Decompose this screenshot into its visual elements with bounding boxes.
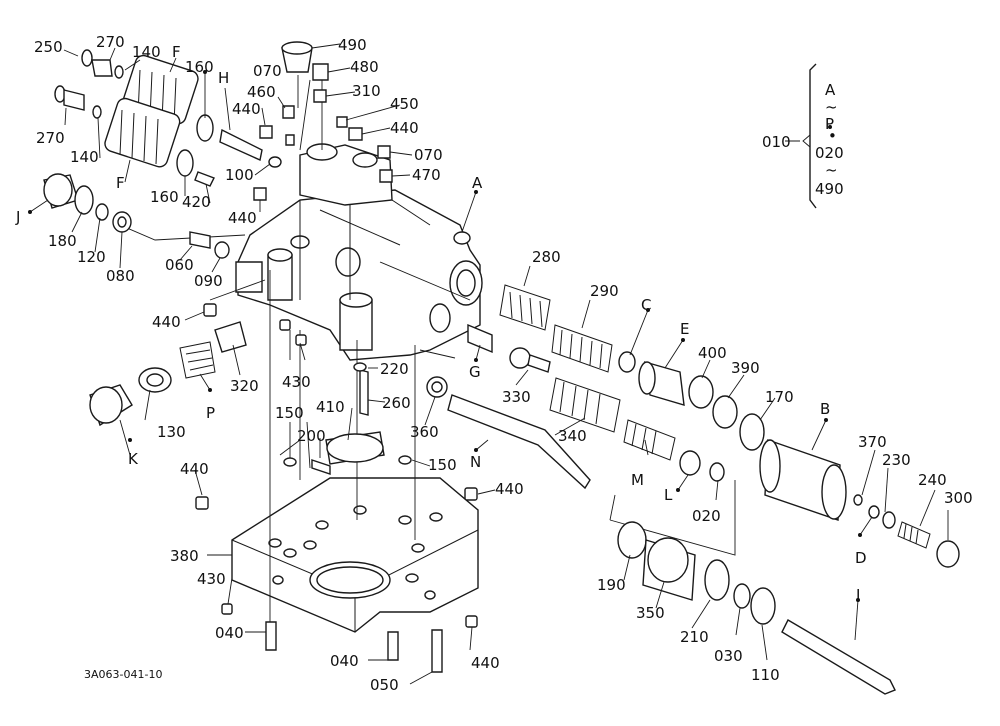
label-300: 300: [944, 489, 973, 507]
label-410: 410: [316, 398, 345, 416]
label-310: 310: [352, 82, 381, 100]
label-A: A: [472, 174, 483, 192]
label-E: E: [680, 320, 689, 338]
label-020: 020: [692, 507, 721, 525]
label-480: 480: [350, 58, 379, 76]
legend-item: ~: [825, 161, 838, 179]
label-160: 160: [185, 58, 214, 76]
label-430: 430: [282, 373, 311, 391]
label-150: 150: [275, 404, 304, 422]
legend-item: A: [825, 81, 836, 99]
label-040: 040: [330, 652, 359, 670]
label-440: 440: [471, 654, 500, 672]
label-J: J: [15, 208, 20, 226]
label-140: 140: [70, 148, 99, 166]
label-460: 460: [247, 83, 276, 101]
legend-code: 010: [762, 133, 791, 151]
label-400: 400: [698, 344, 727, 362]
label-440: 440: [152, 313, 181, 331]
label-050: 050: [370, 676, 399, 694]
label-270: 270: [96, 33, 125, 51]
drawing-code: 3A063-041-10: [84, 668, 162, 681]
label-320: 320: [230, 377, 259, 395]
label-B: B: [820, 400, 830, 418]
label-220: 220: [380, 360, 409, 378]
label-080: 080: [106, 267, 135, 285]
label-440: 440: [390, 119, 419, 137]
assembly-lines: [119, 79, 736, 630]
left-components: [43, 49, 307, 651]
label-330: 330: [502, 388, 531, 406]
label-F: F: [116, 174, 125, 192]
label-290: 290: [590, 282, 619, 300]
legend-item: 490: [815, 180, 844, 198]
label-260: 260: [382, 394, 411, 412]
label-170: 170: [765, 388, 794, 406]
label-F: F: [172, 43, 181, 61]
label-340: 340: [558, 427, 587, 445]
label-D: D: [855, 549, 867, 567]
label-380: 380: [170, 547, 199, 565]
label-440: 440: [180, 460, 209, 478]
label-I: I: [856, 586, 860, 604]
label-G: G: [469, 363, 481, 381]
label-180: 180: [48, 232, 77, 250]
legend-item: •: [828, 127, 837, 145]
label-490: 490: [338, 36, 367, 54]
label-450: 450: [390, 95, 419, 113]
label-390: 390: [731, 359, 760, 377]
label-440: 440: [232, 100, 261, 118]
right-components: [283, 63, 960, 695]
label-430: 430: [197, 570, 226, 588]
label-190: 190: [597, 576, 626, 594]
label-030: 030: [714, 647, 743, 665]
legend-item: ~: [825, 98, 838, 116]
legend-item: P: [825, 115, 834, 133]
label-070: 070: [414, 146, 443, 164]
top-components: [253, 41, 393, 201]
label-L: L: [664, 486, 673, 504]
label-200: 200: [297, 427, 326, 445]
callout-labels: 250 270 140 F 160 H 490 070 480 460 310 …: [15, 33, 973, 694]
label-C: C: [641, 296, 651, 314]
label-100: 100: [225, 166, 254, 184]
label-280: 280: [532, 248, 561, 266]
label-110: 110: [751, 666, 780, 684]
label-040: 040: [215, 624, 244, 642]
label-470: 470: [412, 166, 441, 184]
label-420: 420: [182, 193, 211, 211]
label-240: 240: [918, 471, 947, 489]
label-360: 360: [410, 423, 439, 441]
label-H: H: [218, 69, 229, 87]
legend-bracket: 010 A ~ P • 020 ~ 490: [762, 81, 844, 198]
label-090: 090: [194, 272, 223, 290]
label-130: 130: [157, 423, 186, 441]
leader-lines: [28, 43, 949, 685]
label-350: 350: [636, 604, 665, 622]
label-210: 210: [680, 628, 709, 646]
label-370: 370: [858, 433, 887, 451]
label-140: 140: [132, 43, 161, 61]
valve-body-housing: [235, 143, 483, 361]
label-120: 120: [77, 248, 106, 266]
label-150: 150: [428, 456, 457, 474]
label-440: 440: [228, 209, 257, 227]
label-P: P: [206, 404, 215, 422]
label-160: 160: [150, 188, 179, 206]
cover-plate-380: [231, 477, 479, 633]
label-230: 230: [882, 451, 911, 469]
label-060: 060: [165, 256, 194, 274]
label-270: 270: [36, 129, 65, 147]
label-M: M: [631, 471, 644, 489]
label-070: 070: [253, 62, 282, 80]
label-250: 250: [34, 38, 63, 56]
label-N: N: [470, 453, 481, 471]
label-K: K: [128, 450, 139, 468]
label-440: 440: [495, 480, 524, 498]
legend-item: 020: [815, 144, 844, 162]
